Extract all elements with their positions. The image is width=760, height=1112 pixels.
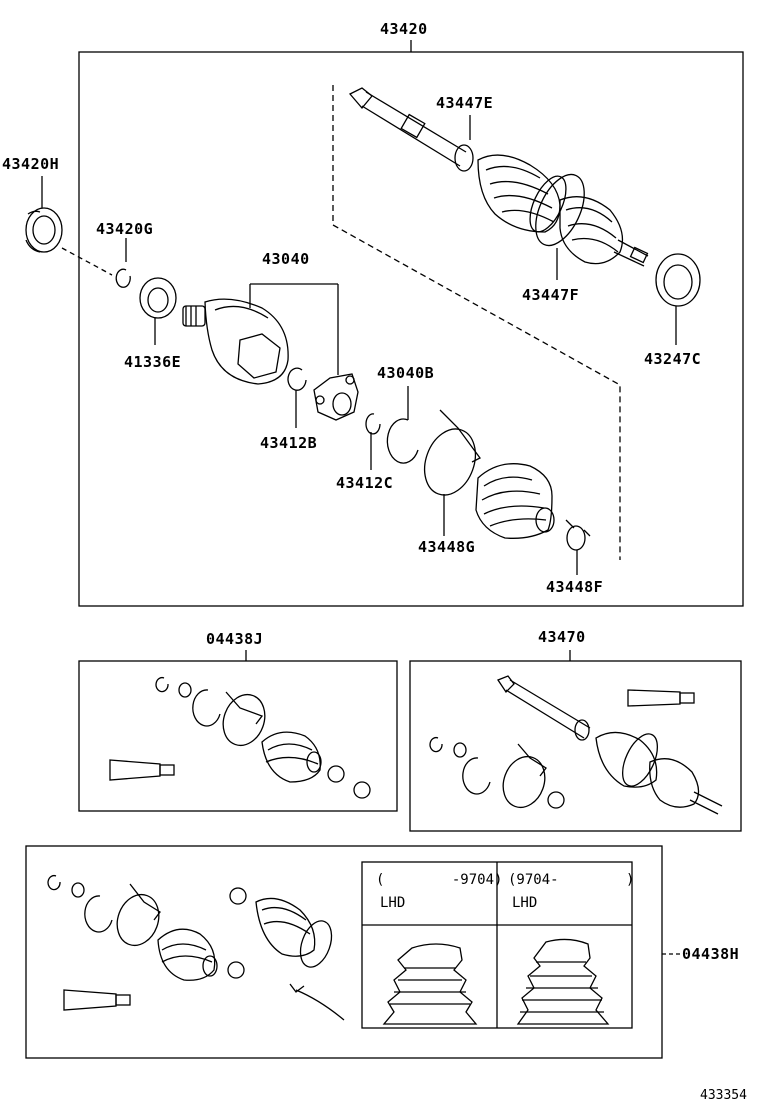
label-43448G: 43448G: [418, 538, 476, 556]
label-04438J: 04438J: [206, 630, 264, 648]
seal-43420H: [25, 176, 113, 276]
snap-ring-43412C: [365, 413, 381, 470]
label-43470: 43470: [538, 628, 586, 646]
kit-04438H-parts: [47, 874, 345, 1021]
kit-43470-parts: [429, 675, 723, 815]
clamp-43448G: [423, 409, 481, 536]
label-43420G: 43420G: [96, 220, 154, 238]
snap-ring-43412B: [287, 367, 307, 428]
diagram-reference-number: 433354: [700, 1088, 747, 1103]
clamp-43448F: [565, 519, 591, 575]
drive-shaft-assembly: [348, 87, 649, 280]
label-43412B: 43412B: [260, 434, 318, 452]
dashed-outline: [332, 85, 621, 560]
table-col2-region: LHD: [512, 895, 538, 911]
boot-table: [361, 861, 633, 1029]
frame-43420: [78, 51, 744, 607]
ring-43040B: [386, 386, 419, 464]
label-43448F: 43448F: [546, 578, 604, 596]
bearing-41336E: [139, 277, 177, 345]
inboard-joint-43040: [182, 283, 339, 385]
table-col2-range: (9704- ): [508, 872, 635, 888]
label-04438H: 04438H: [682, 945, 740, 963]
ring-43247C: [655, 253, 701, 345]
frame-04438J: [78, 660, 398, 812]
snap-ring-43420G: [115, 238, 131, 288]
table-col1-region: LHD: [380, 895, 406, 911]
kit-04438J-parts: [109, 676, 371, 799]
label-43420H: 43420H: [2, 155, 60, 173]
label-43247C: 43247C: [644, 350, 702, 368]
label-41336E: 41336E: [124, 353, 182, 371]
label-43040: 43040: [262, 250, 310, 268]
frame-43470: [409, 660, 742, 832]
tripod: [313, 373, 359, 421]
label-43447F: 43447F: [522, 286, 580, 304]
table-col1-range: ( -9704): [376, 872, 503, 888]
label-43412C: 43412C: [336, 474, 394, 492]
inner-boot: [475, 463, 555, 539]
frame-04438H: [25, 845, 663, 1059]
label-43040B: 43040B: [377, 364, 435, 382]
label-43420: 43420: [380, 20, 428, 38]
label-43447E: 43447E: [436, 94, 494, 112]
